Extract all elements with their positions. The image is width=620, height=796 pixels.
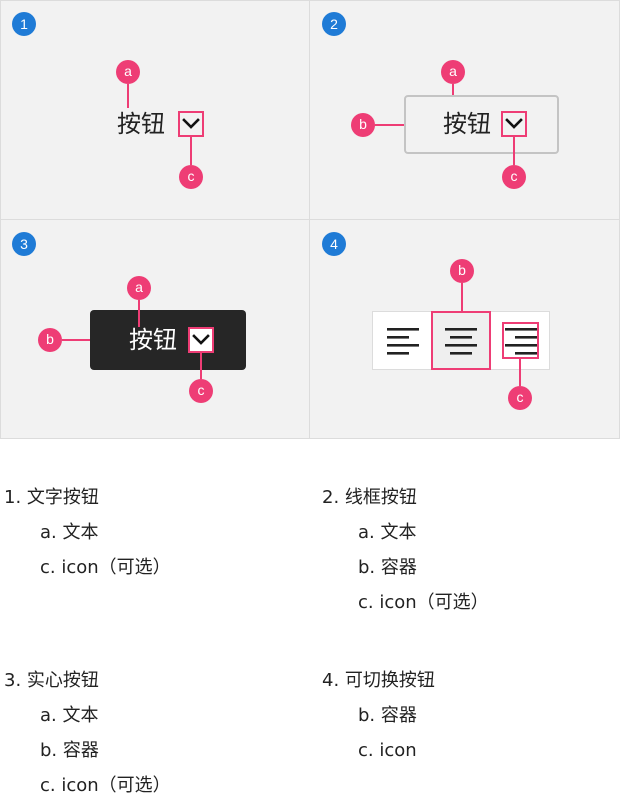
legend-item: a. 文本 bbox=[40, 705, 99, 726]
legend-text-button: 1. 文字按钮 a. 文本 c. icon（可选） bbox=[4, 486, 171, 591]
badge-c: c bbox=[508, 386, 532, 410]
legend-solid-button: 3. 实心按钮 a. 文本 b. 容器 c. icon（可选） bbox=[4, 669, 171, 796]
toggle-align-center[interactable] bbox=[432, 312, 491, 369]
legend-title: 4. 可切换按钮 bbox=[322, 670, 435, 691]
legend-outline-button: 2. 线框按钮 a. 文本 b. 容器 c. icon（可选） bbox=[322, 486, 489, 626]
connector-c bbox=[519, 359, 521, 386]
solid-button-container bbox=[90, 310, 246, 370]
badge-c: c bbox=[189, 379, 213, 403]
button-label: 按钮 bbox=[443, 110, 491, 138]
legend-item: c. icon（可选） bbox=[40, 775, 171, 796]
connector-b bbox=[375, 124, 404, 126]
outline-button-container bbox=[404, 95, 559, 154]
button-label: 按钮 bbox=[117, 110, 165, 138]
align-center-icon bbox=[445, 328, 477, 355]
icon-highlight bbox=[502, 322, 539, 359]
panel-number: 4 bbox=[322, 232, 346, 256]
legend-title: 1. 文字按钮 bbox=[4, 487, 99, 508]
legend-item: c. icon bbox=[358, 740, 417, 761]
toggle-align-right[interactable] bbox=[491, 312, 550, 369]
badge-b: b bbox=[351, 113, 375, 137]
badge-a: a bbox=[441, 60, 465, 84]
connector-c bbox=[513, 137, 515, 165]
icon-highlight bbox=[501, 111, 527, 137]
panel-outline-button: 2 a b 按钮 c bbox=[310, 0, 619, 219]
connector-b bbox=[461, 283, 463, 311]
toggle-align-left[interactable] bbox=[373, 312, 432, 369]
badge-b: b bbox=[450, 259, 474, 283]
badge-c: c bbox=[179, 165, 203, 189]
icon-highlight bbox=[188, 327, 214, 353]
chevron-down-icon bbox=[192, 334, 210, 345]
panel-number: 1 bbox=[12, 12, 36, 36]
panel-text-button: 1 a 按钮 c bbox=[0, 0, 309, 219]
chevron-down-icon bbox=[182, 118, 200, 129]
connector-a bbox=[127, 84, 129, 108]
badge-c: c bbox=[502, 165, 526, 189]
legend-item: b. 容器 bbox=[40, 740, 99, 761]
legend-item: a. 文本 bbox=[358, 522, 417, 543]
badge-a: a bbox=[116, 60, 140, 84]
badge-a: a bbox=[127, 276, 151, 300]
button-label: 按钮 bbox=[129, 326, 177, 354]
legend-item: b. 容器 bbox=[358, 705, 417, 726]
panel-solid-button: 3 a b 按钮 c bbox=[0, 220, 309, 439]
legend-item: b. 容器 bbox=[358, 557, 417, 578]
connector-c bbox=[200, 353, 202, 379]
align-left-icon bbox=[387, 328, 419, 355]
legend-title: 3. 实心按钮 bbox=[4, 670, 99, 691]
align-right-icon bbox=[505, 328, 537, 355]
grid-divider-horizontal bbox=[0, 219, 620, 220]
container-highlight bbox=[431, 311, 491, 370]
panel-toggle-button: 4 bbox=[310, 220, 619, 439]
legend-item: c. icon（可选） bbox=[358, 592, 489, 613]
icon-highlight bbox=[178, 111, 204, 137]
legend-title: 2. 线框按钮 bbox=[322, 487, 417, 508]
chevron-down-icon bbox=[505, 118, 523, 129]
connector-a bbox=[138, 300, 140, 327]
connector-c bbox=[190, 137, 192, 165]
connector-b bbox=[62, 339, 90, 341]
legend-item: c. icon（可选） bbox=[40, 557, 171, 578]
panel-number: 3 bbox=[12, 232, 36, 256]
legend-item: a. 文本 bbox=[40, 522, 99, 543]
badge-b: b bbox=[38, 328, 62, 352]
panel-number: 2 bbox=[322, 12, 346, 36]
legend-toggle-button: 4. 可切换按钮 b. 容器 c. icon bbox=[322, 669, 435, 774]
